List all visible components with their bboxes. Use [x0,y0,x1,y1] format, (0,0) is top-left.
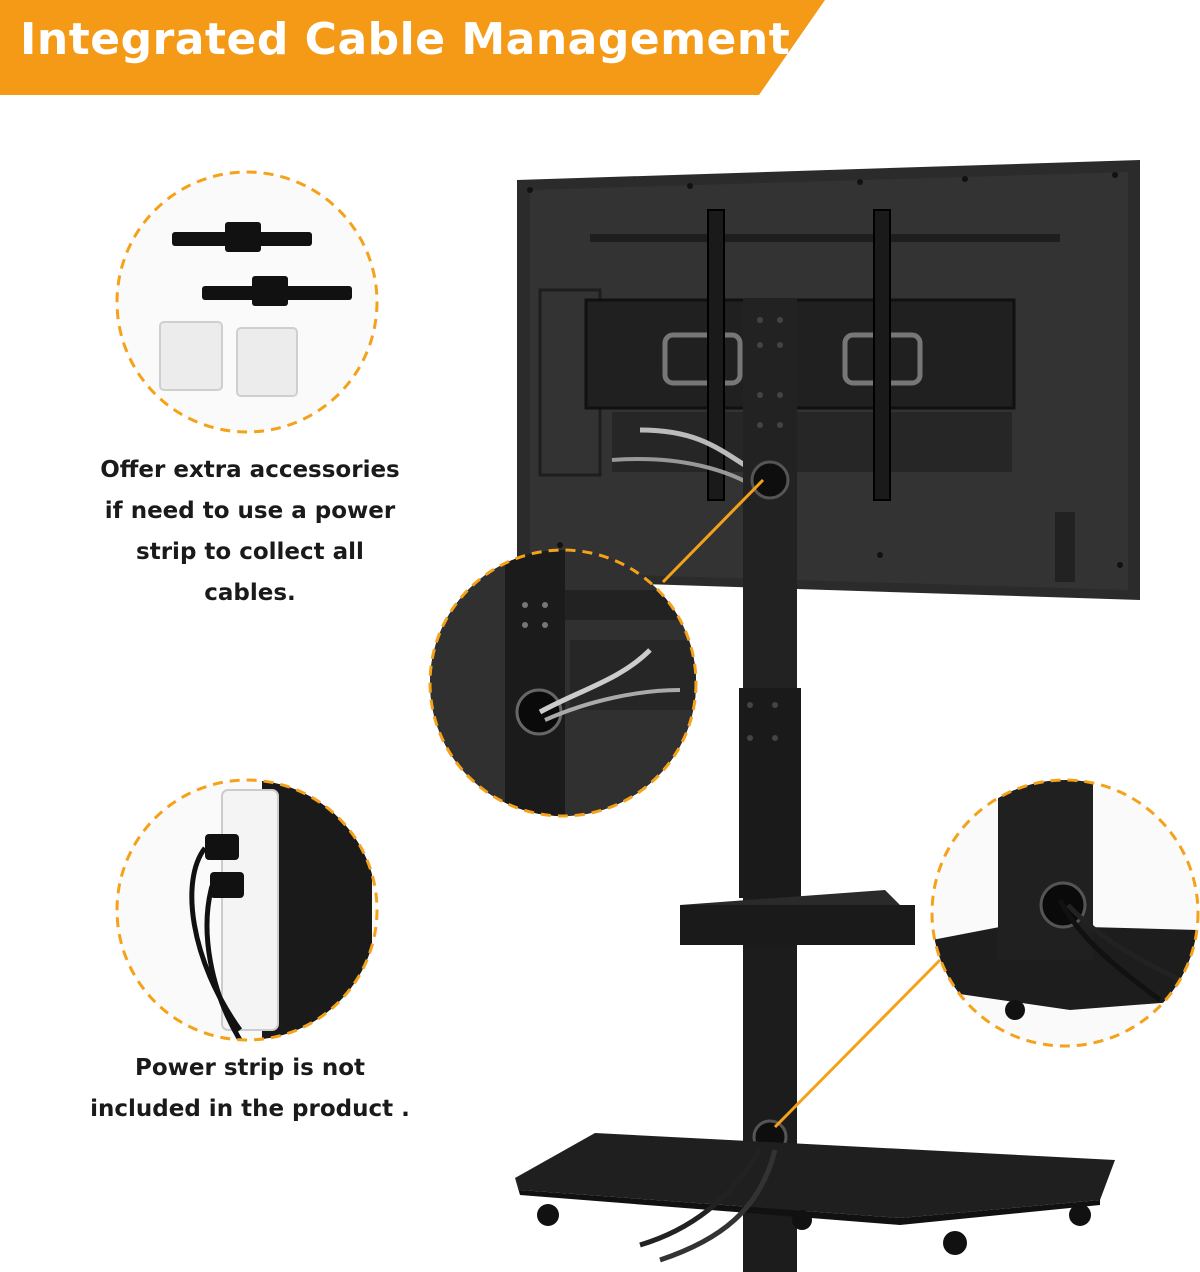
title-banner [0,0,825,95]
adhesive-pad-icon [236,327,298,397]
cable-grommet-icon [750,460,790,500]
stand-shelf [680,890,915,945]
accessories-callout-text: Offer extra accessories if need to use a… [100,457,400,606]
power-strip-icon [221,789,279,1031]
floor-cable-2 [659,1149,778,1263]
grommet-detail-circle [428,548,698,818]
power-strip-detail-circle [115,778,379,1042]
vesa-bracket [584,209,1016,501]
stand-base [515,1133,1115,1225]
accessories-detail-circle [115,170,379,434]
connector-line [661,478,765,584]
base-grommet-detail-circle [930,778,1200,1048]
adhesive-pad-icon [159,321,223,391]
caster-wheel-icon [537,1204,1091,1255]
power-strip-callout-text: Power strip is not included in the produ… [90,1055,410,1122]
floor-cable [639,1148,763,1248]
page-title: Integrated Cable Management [20,14,791,65]
connector-line [773,958,942,1129]
